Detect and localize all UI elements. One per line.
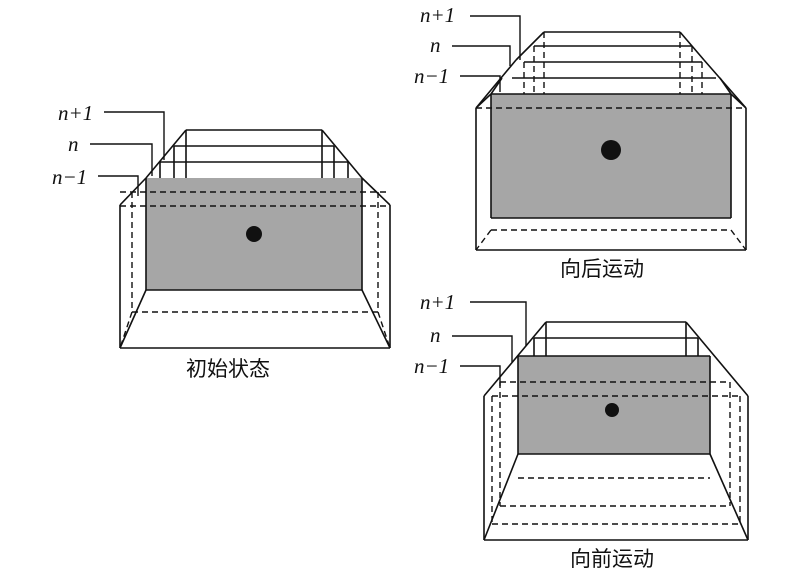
- label-n-minus-1-backward: n−1: [414, 64, 449, 88]
- leaders-initial: [90, 111, 165, 196]
- marker-dot-initial: [246, 226, 262, 242]
- marker-dot-forward: [605, 403, 619, 417]
- panel-forward: n+1 n n−1 向前运动: [414, 290, 749, 571]
- leaders-backward: [452, 15, 521, 92]
- label-n-plus-1-forward: n+1: [420, 290, 455, 314]
- leaders-forward: [452, 301, 527, 386]
- dashed-lines-initial: [119, 191, 391, 349]
- frame-initial: [119, 129, 391, 349]
- frame-forward: [483, 321, 749, 541]
- caption-forward: 向前运动: [570, 547, 654, 571]
- label-n-forward: n: [430, 323, 441, 347]
- label-n-initial: n: [68, 132, 79, 156]
- panel-backward: n+1 n n−1 向后运动: [414, 3, 747, 281]
- caption-initial: 初始状态: [186, 357, 270, 381]
- marker-dot-backward: [601, 140, 621, 160]
- label-n-plus-1-backward: n+1: [420, 3, 455, 27]
- dashed-lines-forward: [491, 381, 741, 525]
- dashed-lines-backward: [475, 32, 747, 251]
- label-n-minus-1-forward: n−1: [414, 354, 449, 378]
- label-n-plus-1-initial: n+1: [58, 101, 93, 125]
- panel-initial: n+1 n n−1 初始状态: [52, 101, 391, 381]
- label-n-backward: n: [430, 33, 441, 57]
- caption-backward: 向后运动: [560, 257, 644, 281]
- label-n-minus-1-initial: n−1: [52, 165, 87, 189]
